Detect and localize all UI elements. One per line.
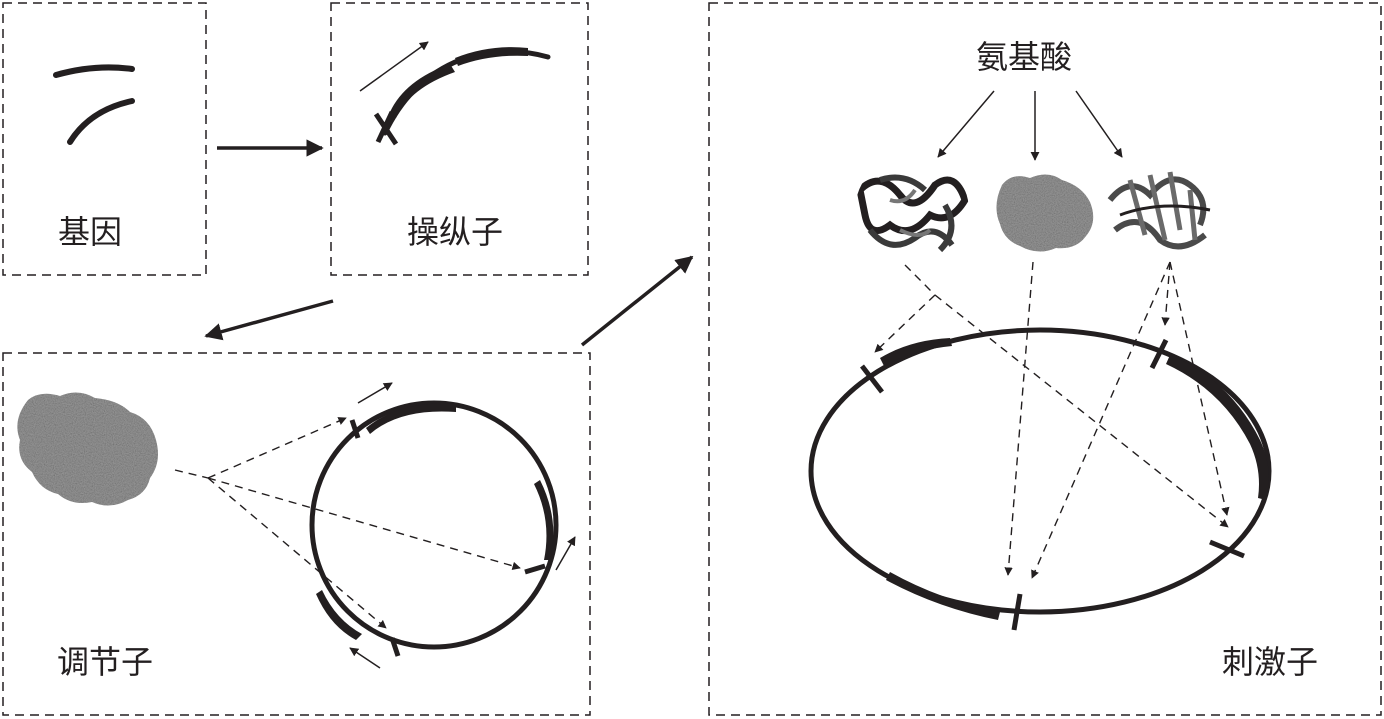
regulon-binding-arrows bbox=[175, 418, 520, 628]
operon-gene-segment-2 bbox=[455, 47, 528, 66]
regulon-label: 调节子 bbox=[57, 643, 153, 681]
operon-gene-segment-1 bbox=[390, 64, 455, 118]
operon-panel: 操纵子 bbox=[331, 3, 588, 275]
arrow-regulon-to-stimulon bbox=[582, 257, 692, 345]
gene-label: 基因 bbox=[58, 213, 122, 251]
regulon-direction-arrow-bottom bbox=[350, 648, 380, 668]
stimulon-operon-arc-bottom bbox=[886, 572, 1000, 620]
protein-structure-2-icon bbox=[996, 174, 1093, 251]
operon-label: 操纵子 bbox=[407, 213, 503, 251]
regulon-operon-arc-top bbox=[366, 404, 456, 435]
stimulon-operon-arc-right bbox=[1166, 355, 1269, 500]
amino-acid-arrow-left bbox=[938, 91, 994, 157]
gene-strand-bottom bbox=[70, 101, 132, 142]
regulon-operator-right bbox=[525, 566, 545, 572]
stimulon-operon-arc-top bbox=[880, 338, 952, 366]
regulator-protein-icon bbox=[17, 392, 158, 505]
protein-structure-3-icon bbox=[1106, 152, 1218, 264]
amino-acid-label: 氨基酸 bbox=[976, 38, 1072, 76]
stimulon-panel: 氨基酸 bbox=[709, 3, 1381, 715]
protein-structure-1-icon bbox=[855, 154, 969, 268]
stimulon-box bbox=[709, 3, 1381, 715]
regulon-direction-arrow-top bbox=[358, 383, 392, 403]
regulon-direction-arrow-right bbox=[556, 537, 575, 570]
arrow-operon-to-regulon bbox=[206, 301, 333, 336]
stimulon-binding-arrows bbox=[875, 262, 1228, 578]
regulon-chromosome bbox=[312, 403, 556, 647]
gene-panel: 基因 bbox=[3, 3, 206, 275]
gene-strand-top bbox=[56, 67, 132, 75]
stimulon-label: 刺激子 bbox=[1222, 643, 1318, 681]
amino-acid-arrow-right bbox=[1076, 91, 1122, 157]
regulon-panel: 调节子 bbox=[3, 353, 590, 715]
stimulon-operator-bottom bbox=[1014, 594, 1020, 630]
